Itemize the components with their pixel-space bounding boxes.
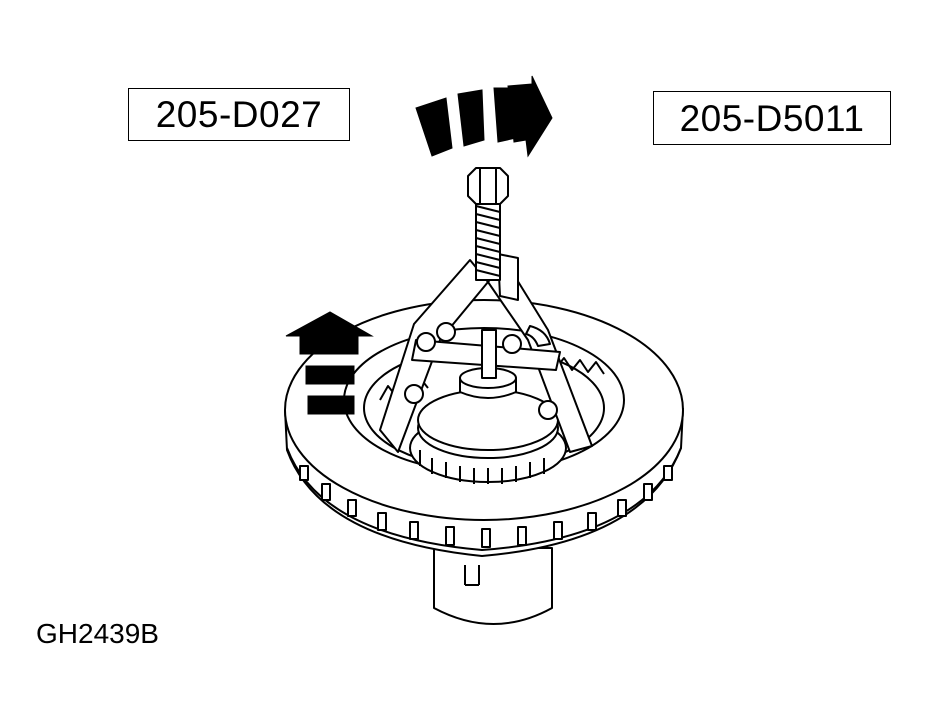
- figure-id: GH2439B: [36, 618, 159, 649]
- center-adapter: [459, 329, 517, 399]
- rotation-arrow-icon: [415, 75, 553, 158]
- tool-label-205-d5011: 205-D5011: [653, 91, 891, 145]
- lift-arrow-icon: [285, 311, 374, 415]
- forcing-screw: [467, 167, 509, 281]
- tool-label-205-d027: 205-D027: [128, 88, 350, 141]
- puller-tool: [379, 253, 593, 453]
- vent-slots: [299, 465, 673, 548]
- shaft: [433, 547, 553, 625]
